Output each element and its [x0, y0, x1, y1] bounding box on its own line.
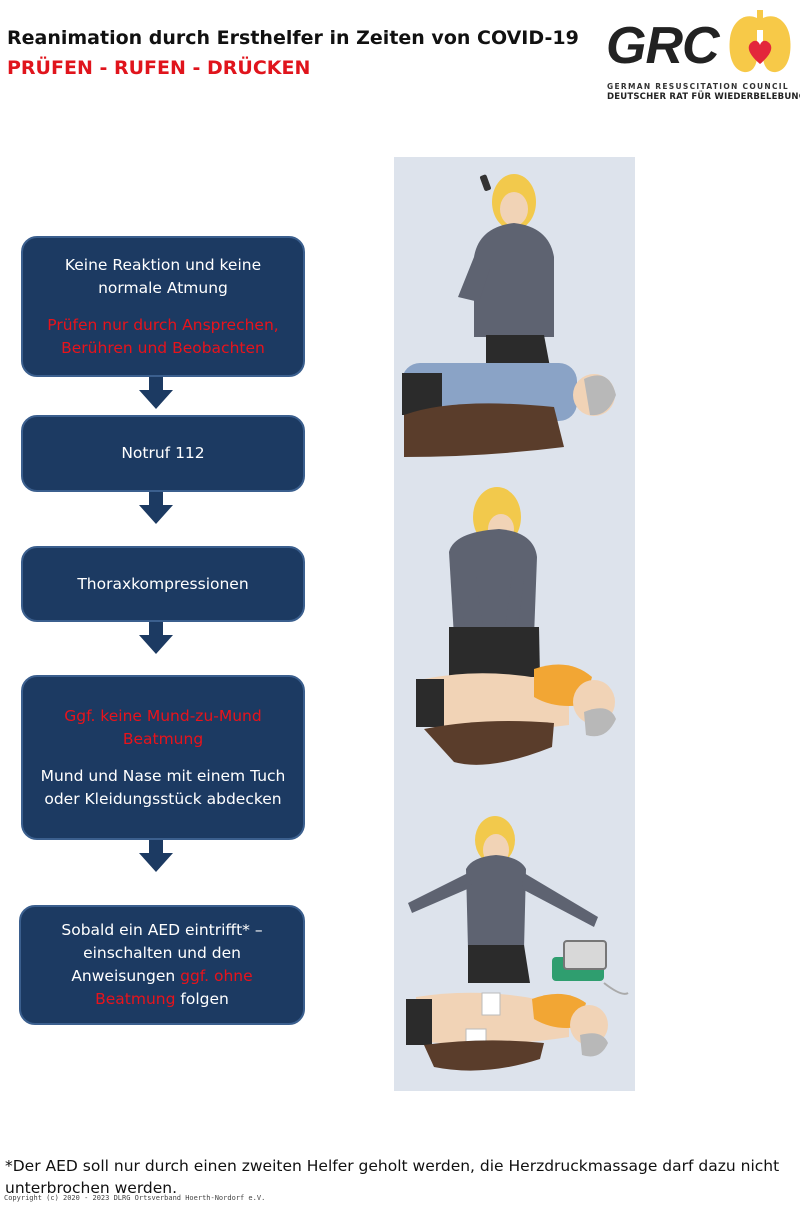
scene-chest-compressions [416, 487, 616, 765]
cpr-illustration [402, 174, 629, 1071]
scene-aed [406, 816, 629, 1071]
step-box-cover-face: Ggf. keine Mund-zu-Mund Beatmung Mund un… [21, 675, 305, 840]
illustration-panel [394, 157, 635, 1091]
step-text-part: Sobald ein AED eintrifft* – einschalten … [61, 921, 263, 985]
arrow-down-icon [139, 492, 173, 524]
step-text: Notruf 112 [121, 444, 205, 462]
step-text: Sobald ein AED eintrifft* – einschalten … [35, 919, 289, 1011]
page-subtitle: PRÜFEN - RUFEN - DRÜCKEN [7, 57, 311, 79]
footnote: *Der AED soll nur durch einen zweiten He… [5, 1157, 780, 1197]
step-text: Keine Reaktion und keine normale Atmung [64, 255, 262, 297]
arrow-down-icon [139, 840, 173, 872]
step-text: Mund und Nase mit einem Tuch oder Kleidu… [40, 766, 286, 808]
logo-line-english: GERMAN RESUSCITATION COUNCIL [607, 82, 789, 91]
step-note: Ggf. keine Mund-zu-Mund Beatmung [64, 706, 262, 748]
step-note: Prüfen nur durch Ansprechen, Berühren un… [47, 315, 279, 357]
step-text-highlight: ggf. ohne Beatmung [95, 967, 253, 1008]
grc-logo: GRC GERMAN RESUSCITATION COUNCIL DEUTSCH… [604, 6, 800, 102]
arrow-down-icon [139, 377, 173, 409]
step-box-aed: Sobald ein AED eintrifft* – einschalten … [19, 905, 305, 1025]
step-text: Thoraxkompressionen [77, 574, 249, 593]
scene-calling-helper [402, 174, 616, 457]
step-box-emergency-call: Notruf 112 [21, 415, 305, 492]
arrow-down-icon [139, 622, 173, 654]
step-box-compressions: Thoraxkompressionen [21, 546, 305, 622]
lungs-heart-icon [729, 10, 791, 73]
copyright: Copyright (c) 2020 - 2023 DLRG Ortsverba… [4, 1194, 266, 1202]
step-box-check: Keine Reaktion und keine normale Atmung … [21, 236, 305, 377]
logo-wordmark: GRC [606, 17, 720, 75]
step-text-part: folgen [175, 990, 229, 1008]
logo-line-german: DEUTSCHER RAT FÜR WIEDERBELEBUNG [607, 92, 800, 102]
page-title: Reanimation durch Ersthelfer in Zeiten v… [7, 27, 579, 49]
